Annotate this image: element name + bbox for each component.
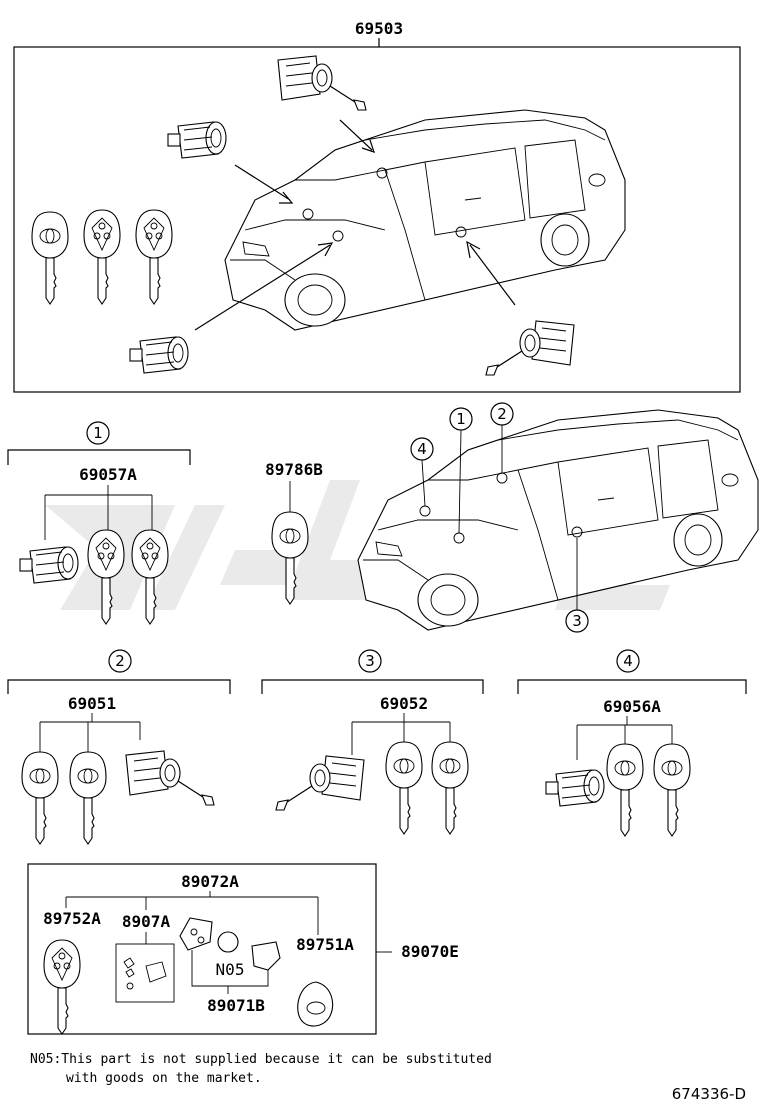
top-car-illustration xyxy=(224,109,626,331)
top-door-lock-upper xyxy=(277,55,367,111)
part-number-8907A: 8907A xyxy=(122,912,171,931)
svg-text:3: 3 xyxy=(365,652,375,670)
callout-4-group4: 4 xyxy=(616,649,640,673)
circuit-board xyxy=(115,943,175,1003)
transmitter-box xyxy=(27,863,377,1035)
callout-3-group3: 3 xyxy=(358,649,382,673)
key-cover xyxy=(251,941,281,971)
g1-ignition-cylinder xyxy=(19,546,79,584)
top-remote-key-2 xyxy=(135,209,173,305)
remote-case-half xyxy=(179,917,213,951)
part-number-89071B: 89071B xyxy=(207,996,265,1015)
part-number-89786B: 89786B xyxy=(265,460,323,479)
top-key-1 xyxy=(31,211,69,305)
part-number-89752A: 89752A xyxy=(43,909,101,928)
part-number-69056A: 69056A xyxy=(603,697,661,716)
car-callout-4: 4 xyxy=(417,440,427,458)
g2-key-1 xyxy=(21,751,59,845)
g3-key-2 xyxy=(431,741,469,835)
g4-key-1 xyxy=(606,743,644,837)
g4-cylinder xyxy=(545,769,605,807)
part-number-69057A: 69057A xyxy=(79,465,137,484)
note-line-2: with goods on the market. xyxy=(66,1071,262,1086)
top-ignition-cylinder xyxy=(129,336,189,374)
part-number-69051: 69051 xyxy=(68,694,116,713)
transmitter-key xyxy=(43,939,81,1035)
car-callouts: 1 2 3 4 xyxy=(410,402,589,633)
callout-1-group1: 1 xyxy=(86,421,110,445)
g2-key-2 xyxy=(69,751,107,845)
battery xyxy=(217,931,239,953)
g2-door-lock xyxy=(125,750,215,806)
location-arrows xyxy=(194,119,516,331)
diagram-id: 674336-D xyxy=(672,1085,746,1103)
car-callout-3: 3 xyxy=(572,612,582,630)
g4-key-2 xyxy=(653,743,691,837)
g3-door-lock xyxy=(275,755,365,811)
part-number-69503: 69503 xyxy=(355,19,403,38)
part-number-89751A: 89751A xyxy=(296,935,354,954)
car-callout-2: 2 xyxy=(497,405,507,423)
svg-text:1: 1 xyxy=(93,424,103,442)
assembly-box-top xyxy=(13,46,741,393)
battery-label-N05: N05 xyxy=(216,960,245,979)
callout-2-group2: 2 xyxy=(108,649,132,673)
part-number-89072A: 89072A xyxy=(181,872,239,891)
part-number-69052: 69052 xyxy=(380,694,428,713)
remote-transmitter xyxy=(297,981,334,1027)
car-callout-1: 1 xyxy=(456,410,466,428)
note-line-1: N05:This part is not supplied because it… xyxy=(30,1052,492,1067)
g3-key-1 xyxy=(385,741,423,835)
svg-text:4: 4 xyxy=(623,652,633,670)
top-door-lock-lower xyxy=(485,320,575,376)
part-number-89070E: 89070E xyxy=(401,942,459,961)
top-remote-key-1 xyxy=(83,209,121,305)
svg-text:2: 2 xyxy=(115,652,125,670)
top-glovebox-cylinder xyxy=(167,121,227,159)
